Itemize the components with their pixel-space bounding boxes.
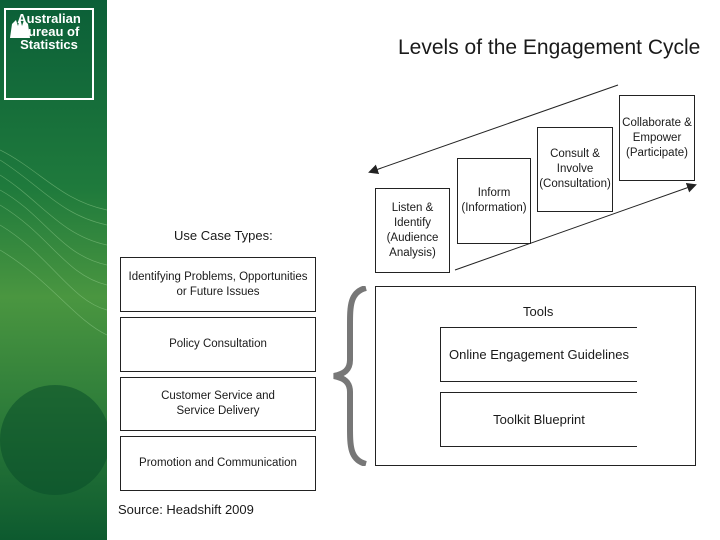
stage-line: (Audience: [386, 231, 439, 244]
use-case-line: Service Delivery: [176, 405, 260, 417]
stage-line: (Consultation): [539, 178, 611, 190]
coat-of-arms-icon: [10, 18, 30, 38]
wave-pattern-icon: [0, 149, 107, 495]
stage-inform: Inform (Information): [457, 158, 531, 244]
stage-line: (Information): [461, 202, 527, 214]
use-case-line: or Future Issues: [176, 285, 260, 298]
logo-line-2: Bureau of: [18, 24, 80, 39]
stage-line: Collaborate &: [622, 116, 692, 129]
stage-line: (Participate): [626, 146, 688, 159]
stage-line: Identify: [393, 216, 432, 229]
progress-arrow: [454, 182, 697, 271]
stage-line: Listen &: [391, 201, 434, 214]
tools-panel: [375, 286, 696, 466]
use-case-line: Identifying Problems, Opportunities: [128, 270, 308, 283]
stage-line: Analysis): [389, 246, 436, 259]
tool-toolkit-blueprint: Toolkit Blueprint: [440, 392, 637, 447]
use-case-item: Promotion and Communication: [120, 436, 316, 491]
return-arrow: [368, 84, 619, 175]
stage-consult-involve: Consult & Involve (Consultation): [537, 127, 613, 212]
use-case-heading: Use Case Types:: [174, 228, 273, 243]
logo-line-1: Australian: [17, 11, 81, 26]
stage-line: Consult &: [550, 148, 600, 160]
use-case-item: Identifying Problems, Opportunities or F…: [120, 257, 316, 312]
use-case-line: Promotion and Communication: [139, 457, 297, 469]
stage-line: Inform: [477, 187, 511, 199]
use-case-item: Customer Service and Service Delivery: [120, 377, 316, 431]
stage-collaborate-empower: Collaborate & Empower (Participate): [619, 95, 695, 181]
page-title: Levels of the Engagement Cycle: [398, 36, 701, 59]
use-case-line: Policy Consultation: [169, 338, 267, 350]
use-case-line: Customer Service and: [161, 390, 275, 402]
tool-online-engagement-guidelines: Online Engagement Guidelines: [440, 327, 637, 382]
tools-heading: Tools: [523, 304, 554, 319]
left-decor-panel: Australian Bureau of Statistics: [0, 0, 107, 540]
stage-line: Involve: [556, 163, 594, 175]
stage-line: Empower: [632, 131, 682, 144]
abs-logo: Australian Bureau of Statistics: [4, 8, 94, 100]
curly-brace-icon: [333, 286, 367, 466]
use-case-item: Policy Consultation: [120, 317, 316, 372]
source-note: Source: Headshift 2009: [118, 502, 254, 517]
stage-listen-identify: Listen & Identify (Audience Analysis): [375, 188, 450, 273]
logo-line-3: Statistics: [20, 37, 78, 52]
